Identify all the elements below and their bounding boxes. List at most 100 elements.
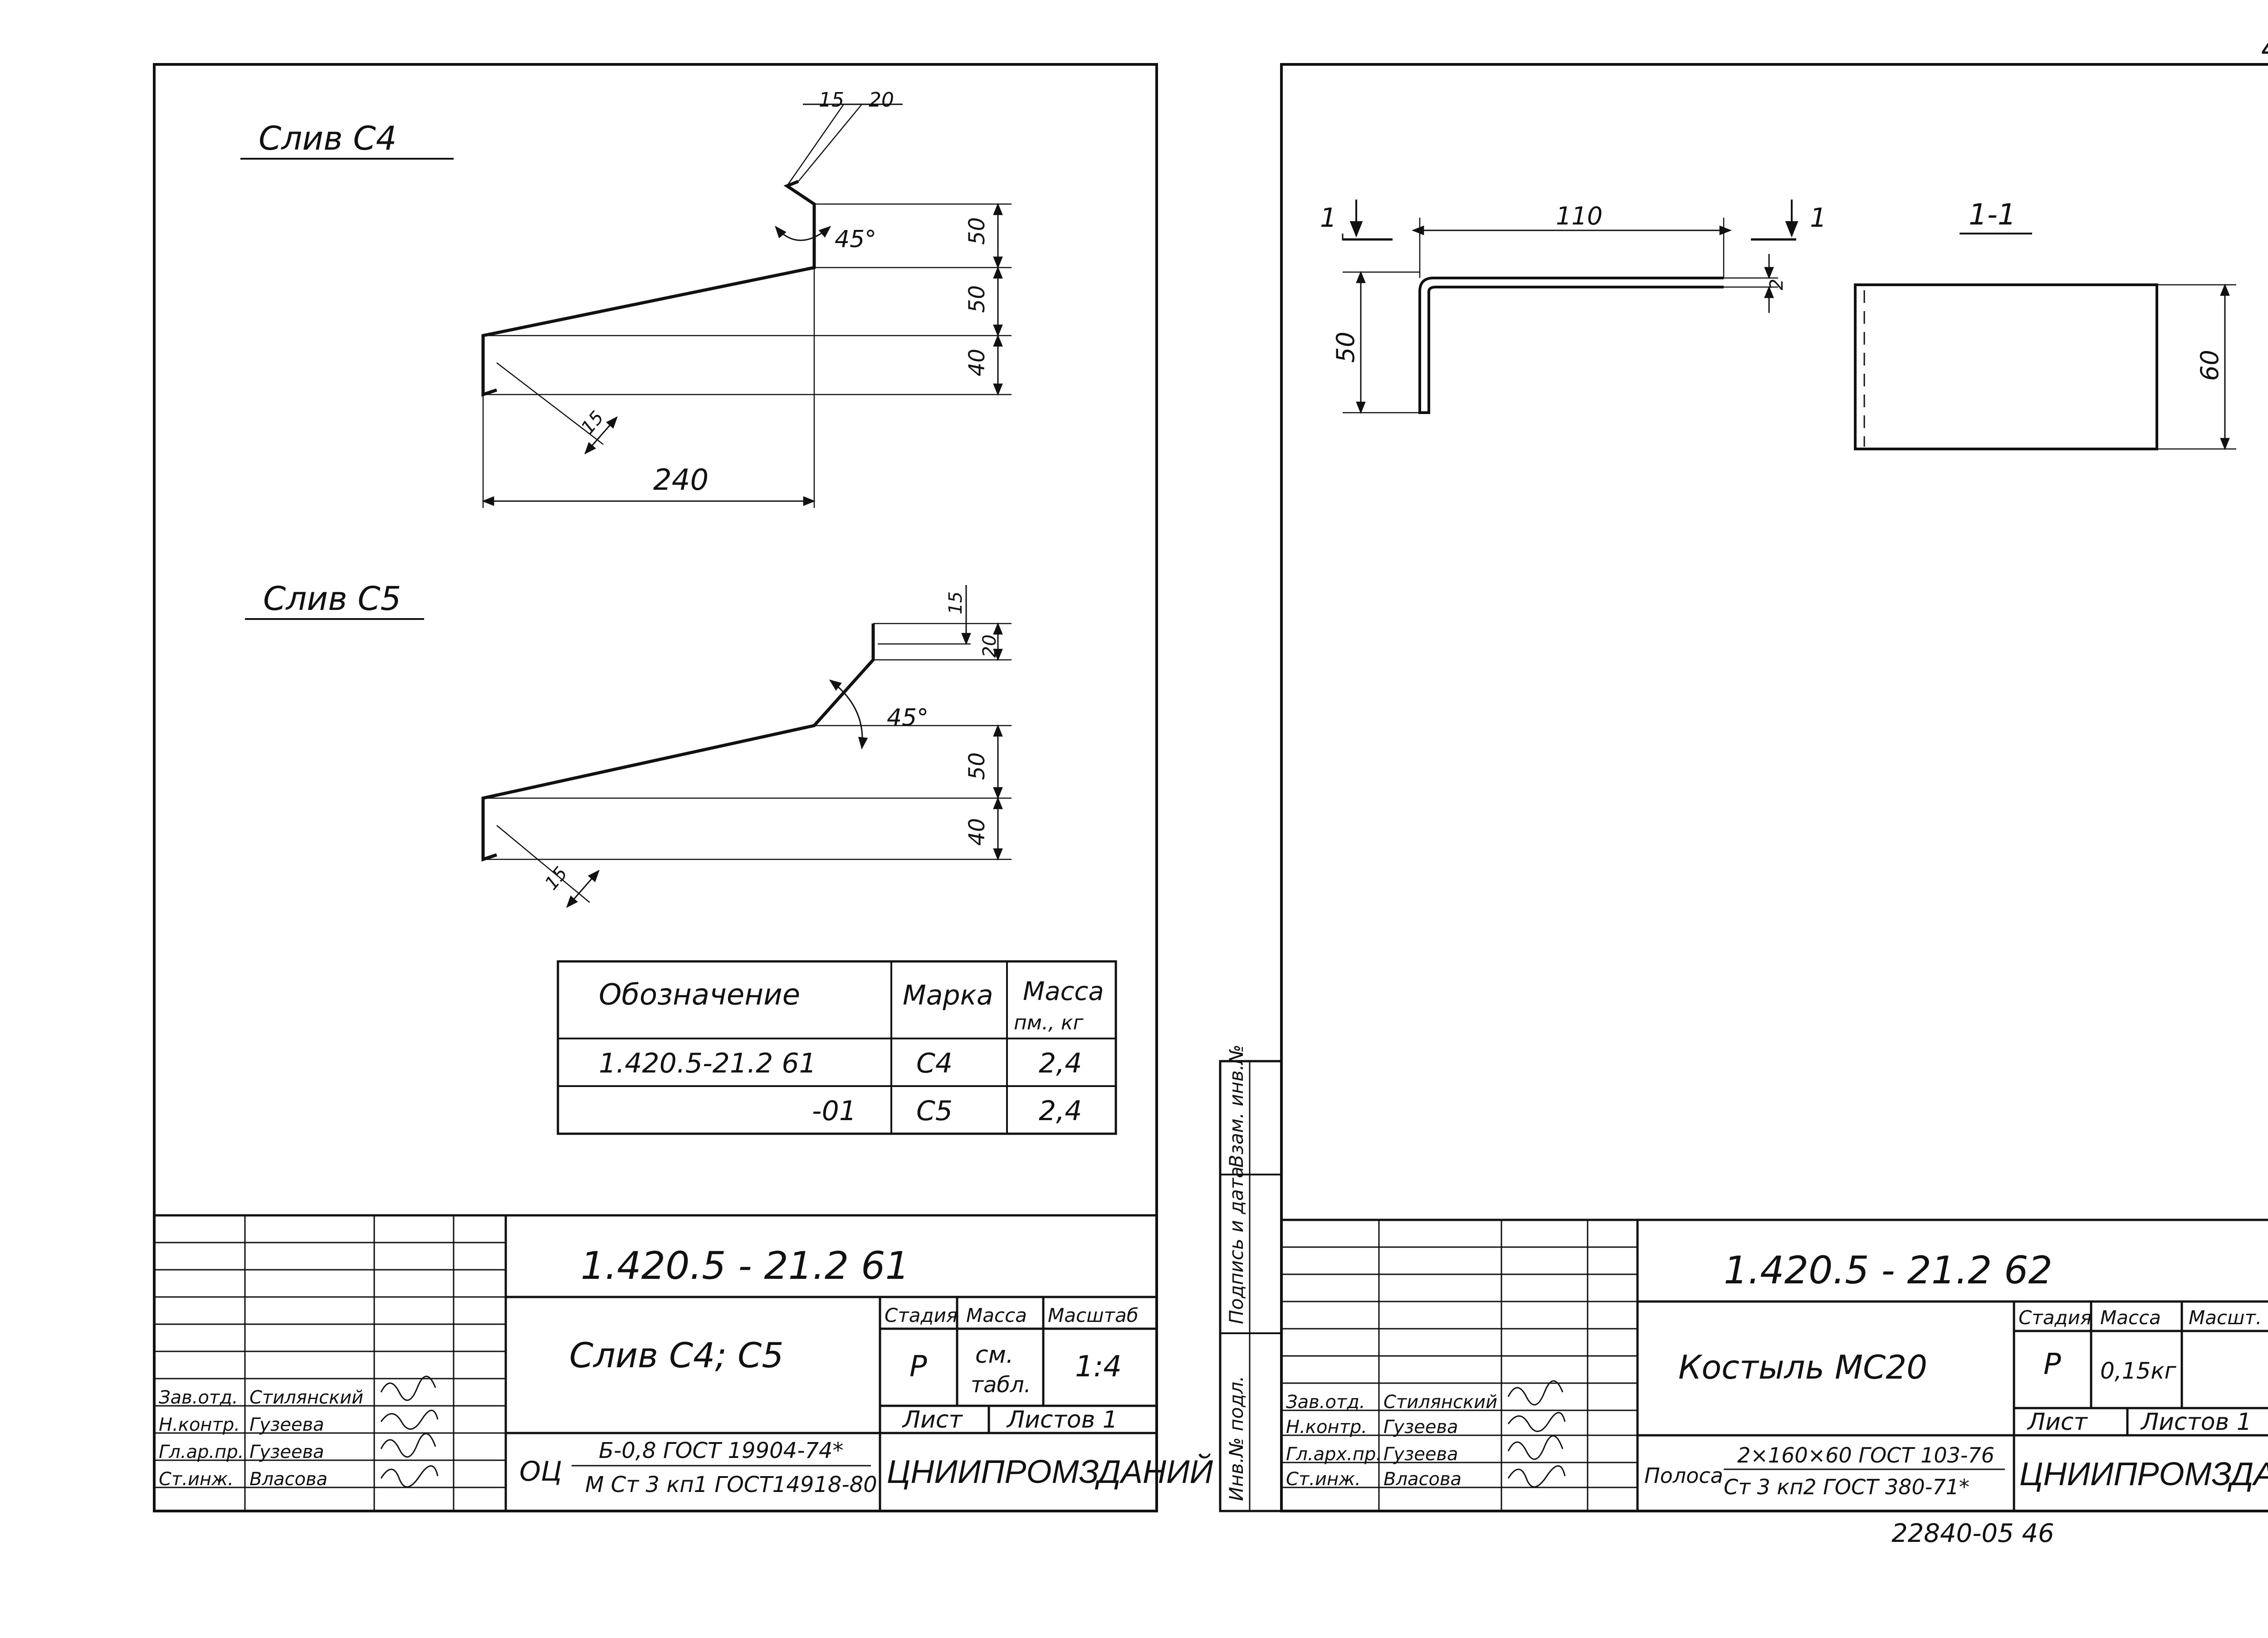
c5-angle-arc bbox=[829, 679, 868, 750]
right-sheet-label: Лист bbox=[2027, 1409, 2088, 1436]
c5-dim-angle: 45° bbox=[887, 704, 929, 731]
left-person-name-1: Стилянский bbox=[249, 1387, 363, 1408]
page-number: 45 bbox=[2261, 30, 2268, 66]
left-person-role-3: Гл.ар.пр. bbox=[159, 1442, 244, 1462]
section-mark-left: 1 bbox=[1320, 202, 1337, 233]
spec-row-2-mass: 2,4 bbox=[1039, 1095, 1082, 1127]
right-sheet-frame bbox=[1280, 63, 2268, 1512]
right-person-name-4: Власова bbox=[1383, 1469, 1461, 1490]
left-sheets-label: Листов 1 bbox=[1006, 1406, 1118, 1433]
spec-row-1-designation: 1.420.5-21.2 61 bbox=[599, 1048, 816, 1079]
view-main: 1 1 110 50 2 bbox=[1320, 200, 1827, 414]
c4-dim-top-b: 20 bbox=[869, 88, 894, 112]
right-stage: Р bbox=[2043, 1348, 2061, 1381]
c4-dim-width: 240 bbox=[653, 463, 709, 497]
spec-header-mass: Масса bbox=[1023, 977, 1104, 1006]
left-material-prefix: ОЦ bbox=[519, 1456, 562, 1487]
right-mass-label: Масса bbox=[2100, 1306, 2161, 1329]
c5-dim-hem: 15 bbox=[541, 863, 572, 894]
c4-title: Слив С4 bbox=[259, 119, 397, 157]
right-person-role-4: Ст.инж. bbox=[1286, 1469, 1361, 1490]
spec-row-2-designation: -01 bbox=[812, 1095, 856, 1127]
section-marker-left: 1 bbox=[1320, 200, 1393, 241]
spec-table: Обозначение Марка Масса пм., кг 1.420.5-… bbox=[557, 960, 1117, 1135]
c4-dim-top-a: 15 bbox=[819, 88, 844, 112]
left-material-line1: Б-0,8 ГОСТ 19904-74* bbox=[599, 1438, 844, 1463]
c4-dim-v3: 40 bbox=[964, 349, 990, 376]
right-person-name-3: Гузеева bbox=[1383, 1444, 1458, 1465]
c4-dim-v2: 50 bbox=[964, 285, 990, 313]
left-person-role-2: Н.контр. bbox=[159, 1414, 240, 1435]
left-person-name-2: Гузеева bbox=[249, 1414, 324, 1435]
left-person-role-1: Зав.отд. bbox=[159, 1387, 238, 1408]
left-doc-name: Слив С4; С5 bbox=[569, 1335, 784, 1375]
right-signatures bbox=[1507, 1380, 1566, 1488]
right-material-line1: 2×160×60 ГОСТ 103-76 bbox=[1737, 1443, 1994, 1467]
left-scale: 1:4 bbox=[1075, 1350, 1122, 1384]
left-scale-label: Масштаб bbox=[1048, 1304, 1139, 1326]
c4-dim-angle: 45° bbox=[835, 226, 876, 253]
left-signatures bbox=[380, 1375, 439, 1488]
c5-dim-v2: 40 bbox=[964, 818, 990, 846]
right-stage-label: Стадия bbox=[2019, 1306, 2092, 1329]
c5-dim-top-a: 15 bbox=[945, 591, 966, 614]
spec-header-mark: Марка bbox=[903, 980, 993, 1011]
right-material-prefix: Полоса bbox=[1644, 1463, 1723, 1488]
left-doc-code: 1.420.5 - 21.2 61 bbox=[581, 1243, 909, 1288]
main-extension-lines bbox=[1343, 218, 1778, 414]
archive-number: 22840-05 46 bbox=[1892, 1519, 2054, 1548]
side-stamp: Инв.№ подл. Подпись и дата Взам. инв.№ bbox=[1219, 1044, 1283, 1512]
side-stamp-repl: Взам. инв.№ bbox=[1225, 1044, 1247, 1168]
right-person-name-1: Стилянский bbox=[1383, 1392, 1497, 1413]
view-c5: Слив С5 15 20 45° 5 bbox=[245, 580, 1012, 908]
left-title-block: 1.420.5 - 21.2 61 Слив С4; С5 Стадия Мас… bbox=[154, 1214, 1213, 1511]
side-stamp-sign: Подпись и дата bbox=[1225, 1166, 1247, 1324]
right-doc-code: 1.420.5 - 21.2 62 bbox=[1724, 1248, 2053, 1292]
left-stage-label: Стадия bbox=[885, 1304, 958, 1326]
spec-row-1-mass: 2,4 bbox=[1039, 1048, 1082, 1079]
spec-row-2-mark: С5 bbox=[916, 1095, 953, 1127]
main-dim-height: 50 bbox=[1331, 332, 1360, 363]
c5-extension-lines bbox=[483, 623, 1012, 903]
left-person-name-4: Власова bbox=[249, 1469, 327, 1490]
left-person-name-3: Гузеева bbox=[249, 1442, 324, 1462]
view-section: 1-1 60 bbox=[1854, 198, 2236, 450]
main-dim-length: 110 bbox=[1556, 202, 1603, 230]
section-title: 1-1 bbox=[1969, 198, 2016, 232]
right-doc-name: Костыль МС20 bbox=[1678, 1348, 1927, 1386]
right-mass: 0,15кг bbox=[2100, 1358, 2177, 1384]
view-c4: Слив С4 bbox=[240, 88, 1012, 508]
left-org: ЦНИИПРОМЗДАНИЙ bbox=[887, 1453, 1213, 1490]
c4-extension-lines bbox=[482, 104, 1012, 508]
c4-dimension-lines bbox=[482, 103, 1003, 506]
right-sheets-label: Листов 1 bbox=[2140, 1409, 2252, 1436]
c4-profile bbox=[481, 180, 816, 397]
left-mass-line1: см. bbox=[975, 1341, 1013, 1369]
main-dimension-lines bbox=[1356, 225, 1774, 414]
section-rect bbox=[1854, 283, 2158, 450]
spec-row-1-mark: С4 bbox=[916, 1048, 953, 1079]
right-person-name-2: Гузеева bbox=[1383, 1417, 1458, 1438]
left-mass-line2: табл. bbox=[971, 1372, 1031, 1398]
left-mass-label: Масса bbox=[966, 1304, 1027, 1326]
left-sheet: Слив С4 bbox=[153, 63, 1213, 1512]
main-dim-thickness: 2 bbox=[1766, 279, 1787, 290]
spec-header-designation: Обозначение bbox=[599, 978, 800, 1012]
section-dim-height: 60 bbox=[2195, 350, 2224, 381]
c4-angle-arc bbox=[775, 225, 831, 241]
left-person-role-4: Ст.инж. bbox=[159, 1469, 234, 1490]
spec-header-mass-unit: пм., кг bbox=[1014, 1011, 1084, 1034]
right-person-role-2: Н.контр. bbox=[1286, 1417, 1367, 1438]
c5-dimension-lines bbox=[566, 585, 1003, 908]
section-marker-right: 1 bbox=[1751, 200, 1827, 241]
right-title-block: 1.420.5 - 21.2 62 Костыль МС20 Стадия Ма… bbox=[1281, 1219, 2268, 1511]
side-stamp-inv: Инв.№ подл. bbox=[1225, 1376, 1247, 1501]
c5-dim-top-b: 20 bbox=[979, 634, 1000, 658]
left-sheet-label: Лист bbox=[902, 1406, 963, 1433]
right-org: ЦНИИПРОМЗДАНИЙ bbox=[2019, 1455, 2268, 1492]
c5-dim-v1: 50 bbox=[964, 752, 990, 780]
bracket-profile bbox=[1418, 277, 1724, 414]
right-sheet: Инв.№ подл. Подпись и дата Взам. инв.№ bbox=[1219, 63, 2268, 1548]
right-scale-label: Масшт. bbox=[2189, 1306, 2262, 1329]
